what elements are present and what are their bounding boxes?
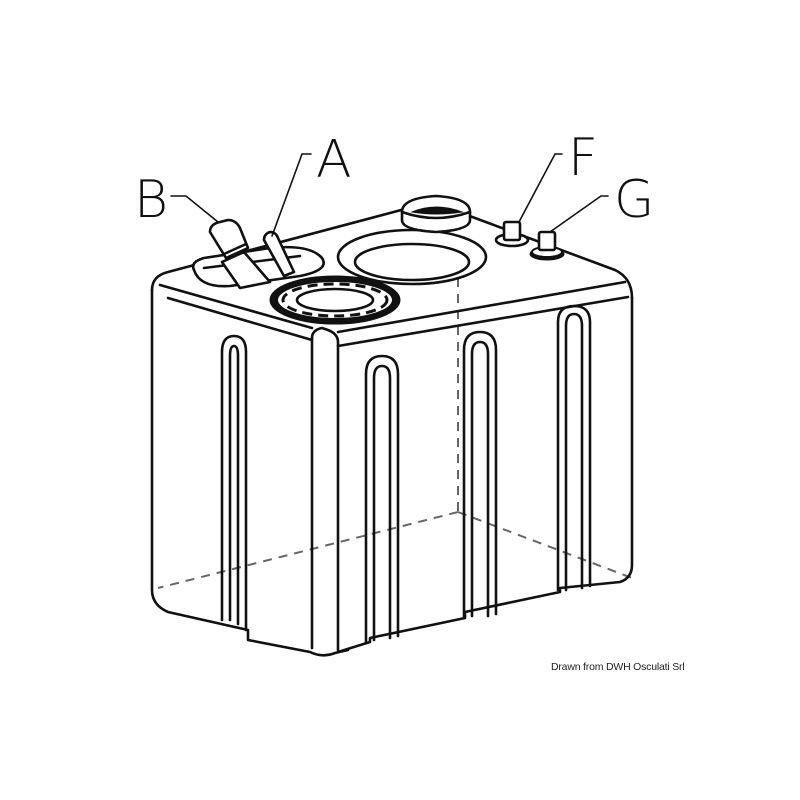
oval-opening [336, 228, 488, 286]
hidden-edges [157, 262, 633, 589]
label-b: B [134, 170, 169, 230]
pipe-b [208, 218, 272, 290]
leader-a [271, 153, 312, 237]
pipe-a [262, 230, 296, 278]
cap-ring [400, 194, 472, 234]
label-a: A [316, 130, 352, 190]
label-f: F [568, 128, 598, 188]
leader-lines [170, 153, 609, 237]
tank-ribs [220, 304, 592, 644]
image-credit: Drawn from DWH Osculati Srl [551, 661, 685, 673]
leader-b [170, 195, 219, 223]
label-g: G [614, 170, 655, 230]
fitting-g [529, 230, 565, 261]
leader-f [518, 153, 563, 223]
fitting-f [494, 220, 530, 248]
leader-g [549, 195, 609, 233]
inspection-port [269, 275, 401, 325]
